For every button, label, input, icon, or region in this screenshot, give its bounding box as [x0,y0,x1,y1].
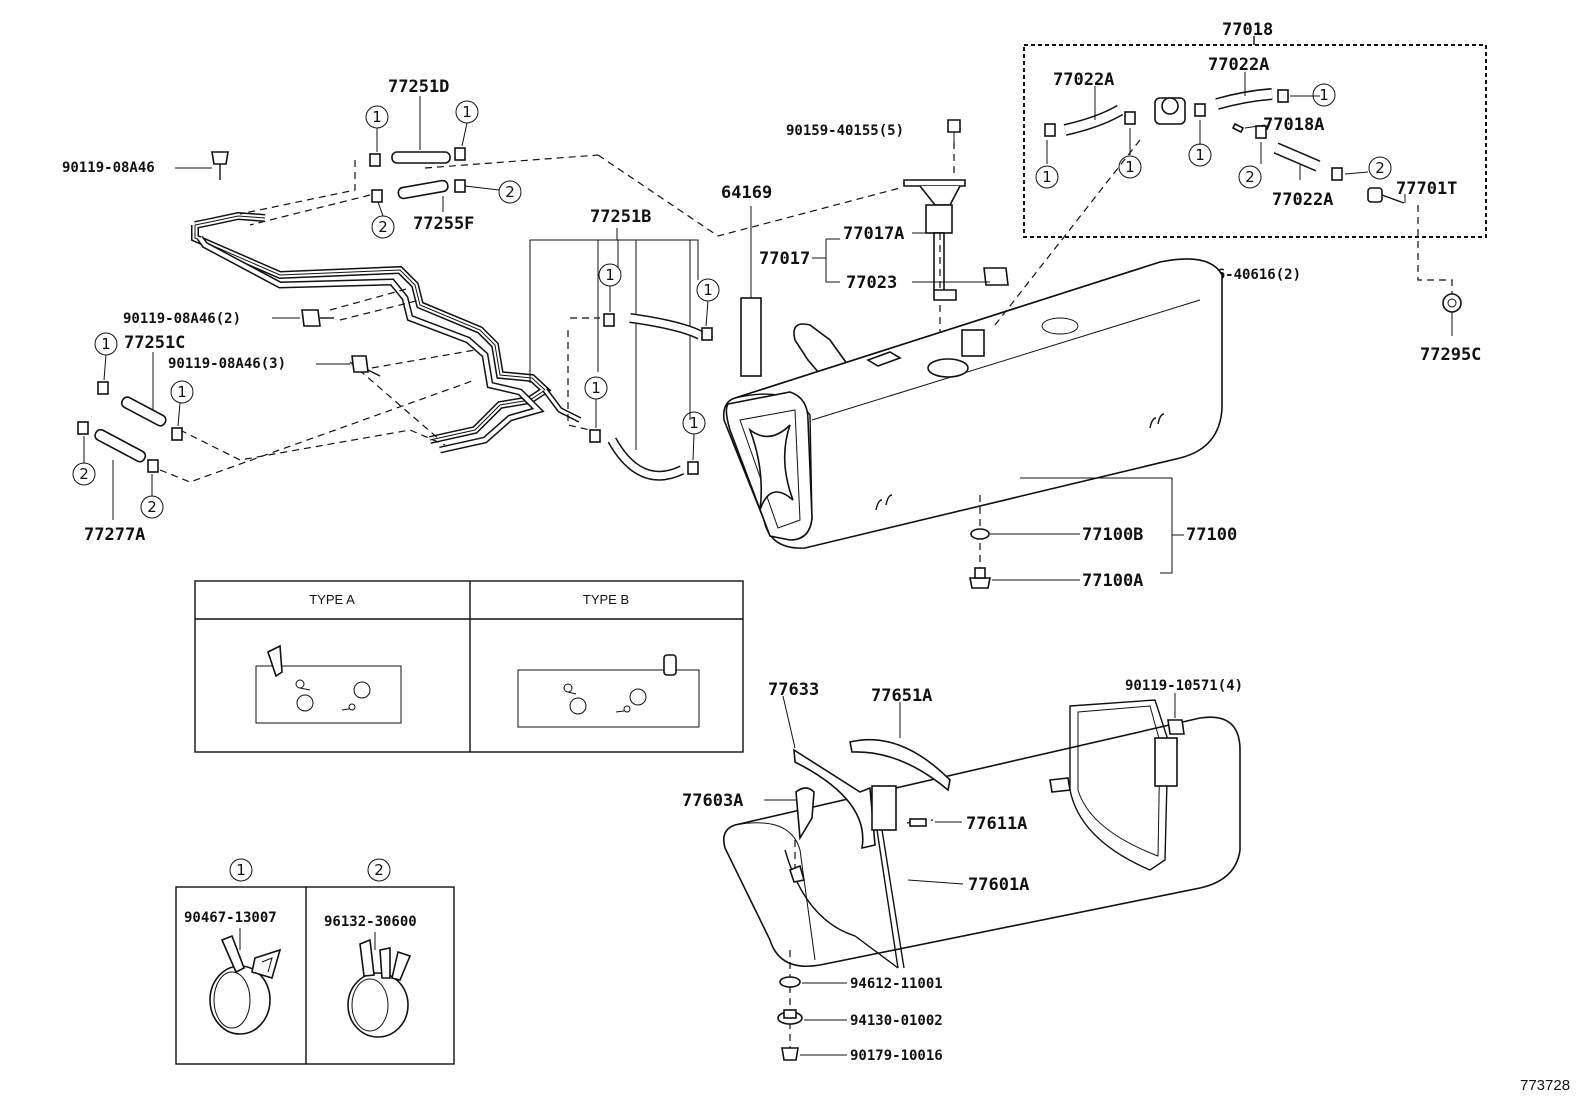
svg-text:1: 1 [101,335,111,353]
svg-text:1: 1 [605,266,615,284]
label-90119-08a46-2: 90119-08A46(2) [123,311,241,327]
svg-text:1: 1 [1195,146,1205,164]
callout-1: 1 [229,858,253,882]
label-90179-10016: 90179-10016 [850,1048,943,1064]
label-77022a-top: 77022A [1208,55,1269,75]
vent-assembly-group: 77018 77022A 77022A 77018A [1023,20,1487,238]
svg-text:2: 2 [1375,159,1385,177]
svg-text:2: 2 [79,465,89,483]
callout-1: 1 [1035,165,1059,189]
label-90119-08a46: 90119-08A46 [62,160,155,176]
label-90467-13007: 90467-13007 [184,910,277,926]
svg-text:1: 1 [1319,86,1329,104]
callout-2: 2 [1238,165,1262,189]
callout-2: 2 [72,462,96,486]
label-77601a: 77601A [968,875,1029,895]
label-77651a: 77651A [871,686,932,706]
label-90119-08a46-3: 90119-08A46(3) [168,356,286,372]
type-a-header: TYPE A [309,592,355,607]
label-77251b: 77251B [590,207,651,227]
label-77251d: 77251D [388,77,449,97]
svg-text:1: 1 [177,383,187,401]
label-77255f: 77255F [413,214,474,234]
svg-text:2: 2 [374,861,384,879]
label-77017a: 77017A [843,224,904,244]
callout-1: 1 [696,278,720,302]
callout-1: 1 [1118,155,1142,179]
callout-1: 1 [365,105,389,129]
label-77018a: 77018A [1263,115,1324,135]
label-90159-40155: 90159-40155(5) [786,123,904,139]
label-77100b: 77100B [1082,525,1143,545]
label-96132-30600: 96132-30600 [324,914,417,930]
label-77251c: 77251C [124,333,185,353]
callout-1: 1 [170,380,194,404]
svg-text:1: 1 [1042,168,1052,186]
label-77100: 77100 [1186,525,1237,545]
label-94612-11001: 94612-11001 [850,976,943,992]
svg-text:2: 2 [505,183,515,201]
svg-text:2: 2 [147,498,157,516]
part-77295c: 77295C [1417,205,1481,365]
label-77023: 77023 [846,273,897,293]
svg-text:2: 2 [1245,168,1255,186]
label-77100a: 77100A [1082,571,1143,591]
svg-text:1: 1 [1125,158,1135,176]
label-77603a: 77603A [682,791,743,811]
label-90119-10571: 90119-10571(4) [1125,678,1243,694]
svg-text:2: 2 [378,218,388,236]
callout-2: 2 [1368,156,1392,180]
svg-text:1: 1 [372,108,382,126]
tank-mounting-group: 77603A 77633 77651A 77611A 77601A 90119-… [682,678,1243,1064]
clamp-legend: 1 2 90467-13007 96132-30600 [175,858,455,1065]
callout-1: 1 [584,376,608,400]
label-77633: 77633 [768,680,819,700]
svg-text:1: 1 [591,379,601,397]
callout-1: 1 [598,263,622,287]
svg-text:1: 1 [462,103,472,121]
part-64169: 64169 [721,183,772,377]
callout-1: 1 [1188,143,1212,167]
svg-text:1: 1 [703,281,713,299]
fuel-line-assembly: 77251D 77255F 1 1 2 2 90119-08A46 [62,77,720,545]
fuel-tank: 77100B 77100 77100A [722,258,1237,591]
label-77295c: 77295C [1420,345,1481,365]
label-77611a: 77611A [966,814,1027,834]
callout-1: 1 [682,411,706,435]
type-table: TYPE A TYPE B [194,580,744,753]
diagram-reference-number: 773728 [1520,1077,1570,1094]
callout-2: 2 [498,180,522,204]
callout-2: 2 [367,858,391,882]
callout-2: 2 [371,215,395,239]
callout-2: 2 [140,495,164,519]
label-94130-01002: 94130-01002 [850,1013,943,1029]
label-77018: 77018 [1222,20,1273,40]
type-b-header: TYPE B [583,592,629,607]
callout-1: 1 [455,100,479,124]
callout-1: 1 [1312,83,1336,107]
label-77022a-bottom: 77022A [1272,190,1333,210]
svg-text:1: 1 [236,861,246,879]
label-77017: 77017 [759,249,810,269]
label-77022a-left: 77022A [1053,70,1114,90]
label-77701t: 77701T [1396,179,1457,199]
label-77277a: 77277A [84,525,145,545]
svg-text:1: 1 [689,414,699,432]
callout-1: 1 [94,332,118,356]
label-64169: 64169 [721,183,772,203]
